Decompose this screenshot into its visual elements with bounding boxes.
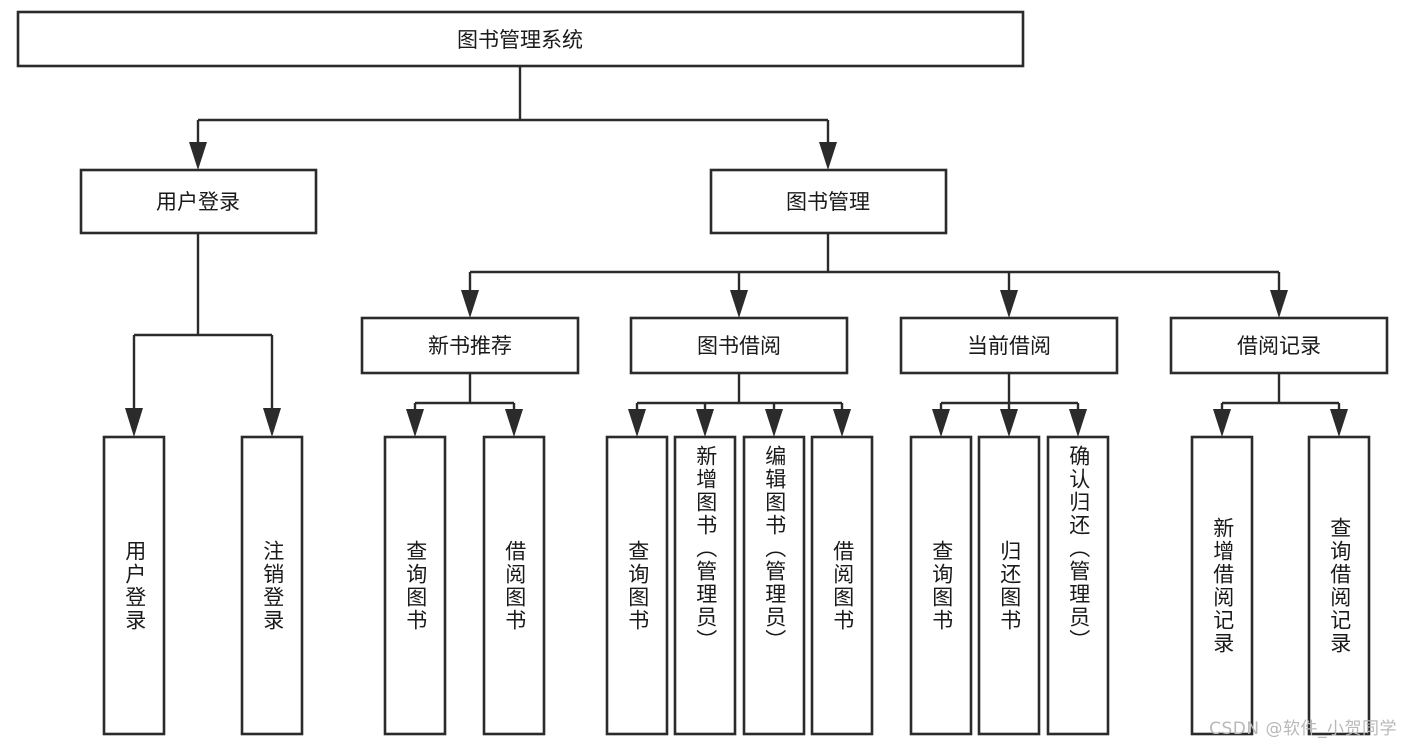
arrowhead-leaf-borrow-2: [696, 409, 714, 437]
arrowhead-leaf-current-1: [932, 409, 950, 437]
arrowhead-user-login: [189, 142, 207, 170]
node-root-label: 图书管理系统: [457, 28, 583, 52]
arrowhead-leaf-records-2: [1330, 409, 1348, 437]
leaf-box-current-2[interactable]: [977, 435, 1041, 736]
leaf-box-current-3[interactable]: [1046, 435, 1110, 736]
node-borrow-records-label: 借阅记录: [1237, 334, 1321, 358]
arrowhead-leaf-borrow-1: [628, 409, 646, 437]
node-borrow-records[interactable]: 借阅记录: [1169, 316, 1389, 375]
node-book-borrow[interactable]: 图书借阅: [629, 316, 849, 375]
leaf-box-records-2[interactable]: [1307, 435, 1371, 736]
node-current-borrow[interactable]: 当前借阅: [899, 316, 1119, 375]
node-new-book-recommend[interactable]: 新书推荐: [360, 316, 580, 375]
node-book-mgmt[interactable]: 图书管理: [709, 168, 948, 235]
leaf-box-borrow-1[interactable]: [605, 435, 669, 736]
leaf-box-recommend-1[interactable]: [383, 435, 447, 736]
node-user-login-label: 用户登录: [156, 190, 240, 214]
leaf-box-borrow-3[interactable]: [742, 435, 806, 736]
leaf-box-records-1[interactable]: [1190, 435, 1254, 736]
node-user-login[interactable]: 用户登录: [79, 168, 318, 235]
node-root[interactable]: 图书管理系统: [16, 10, 1025, 68]
csdn-watermark: CSDN @软件_小贺同学: [1209, 719, 1397, 739]
arrowhead-leaf-recommend-2: [505, 409, 523, 437]
node-current-borrow-box[interactable]: [899, 316, 1119, 375]
node-book-mgmt-box[interactable]: [709, 168, 948, 235]
arrowhead-borrow-records: [1270, 290, 1288, 318]
leaf-box-user-login-2[interactable]: [240, 435, 304, 736]
node-current-borrow-label: 当前借阅: [967, 334, 1051, 358]
arrowhead-leaf-borrow-3: [765, 409, 783, 437]
node-new-book-recommend-box[interactable]: [360, 316, 580, 375]
node-new-book-recommend-label: 新书推荐: [428, 334, 512, 358]
node-user-login-box[interactable]: [79, 168, 318, 235]
node-book-mgmt-label: 图书管理: [786, 190, 870, 214]
node-borrow-records-box[interactable]: [1169, 316, 1389, 375]
leaf-box-borrow-2[interactable]: [673, 435, 737, 736]
arrowhead-new-book-recommend: [461, 290, 479, 318]
leaf-box-current-1[interactable]: [909, 435, 973, 736]
node-book-borrow-box[interactable]: [629, 316, 849, 375]
arrowhead-leaf-records-1: [1213, 409, 1231, 437]
arrowhead-leaf-current-2: [1000, 409, 1018, 437]
leaf-box-borrow-4[interactable]: [810, 435, 874, 736]
arrowhead-leaf-current-3: [1069, 409, 1087, 437]
connector-group: [125, 66, 1348, 437]
node-root-box[interactable]: [16, 10, 1025, 68]
leaf-box-recommend-2[interactable]: [482, 435, 546, 736]
arrowhead-book-borrow: [730, 290, 748, 318]
arrowhead-leaf-recommend-1: [406, 409, 424, 437]
arrowhead-leaf-borrow-4: [833, 409, 851, 437]
arrowhead-leaf-user-login-2: [263, 408, 281, 437]
arrowhead-book-mgmt: [819, 142, 837, 170]
node-book-borrow-label: 图书借阅: [697, 334, 781, 358]
arrowhead-leaf-user-login-1: [125, 408, 143, 437]
leaf-box-user-login-1[interactable]: [102, 435, 166, 736]
arrowhead-current-borrow: [1000, 290, 1018, 318]
